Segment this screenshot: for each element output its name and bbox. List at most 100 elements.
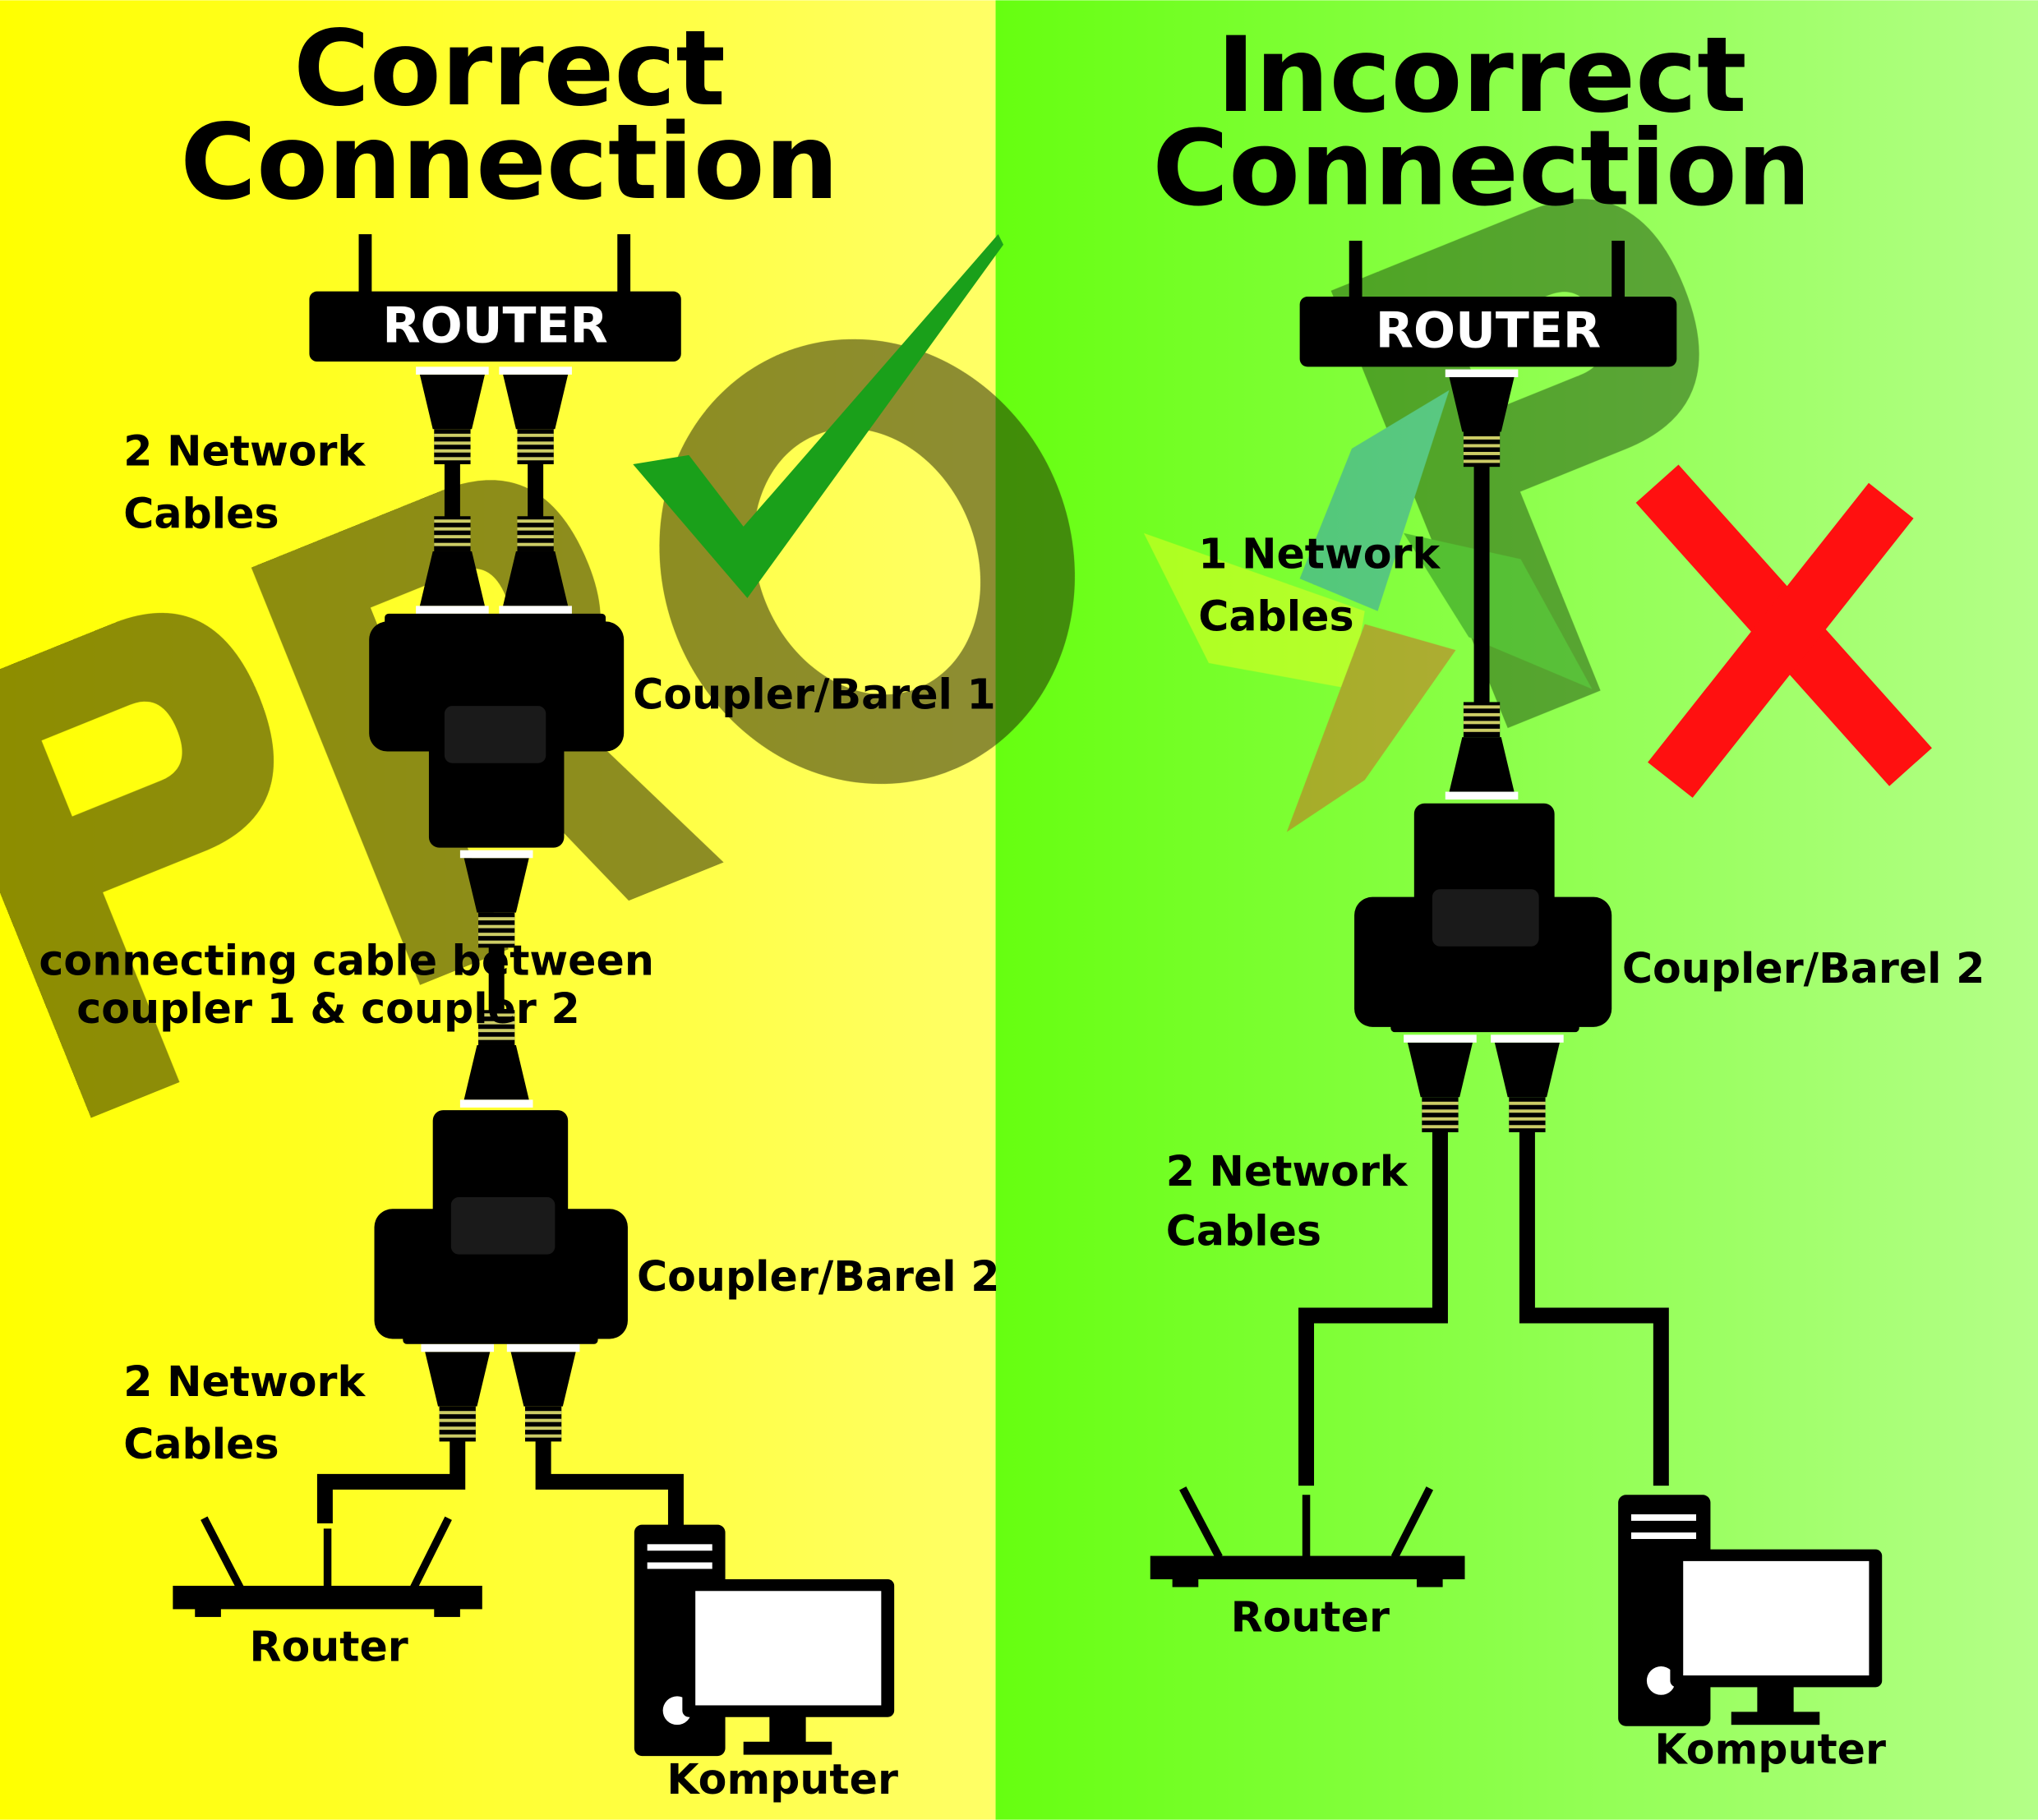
- rj45-plug: [459, 850, 533, 948]
- monitor-screen: [1683, 1560, 1870, 1676]
- left-coupler-2: [374, 1110, 628, 1344]
- plug-stripe: [1463, 705, 1501, 709]
- rj45-plug: [416, 366, 489, 464]
- watermark-letter-o: [659, 339, 1075, 785]
- plug-stripe: [478, 1013, 515, 1017]
- router-antenna: [617, 234, 631, 297]
- rj45-plug: [506, 1343, 580, 1442]
- rj45-plug: [1491, 1034, 1564, 1132]
- check-icon: [633, 234, 1004, 598]
- tower-slot: [1630, 1514, 1697, 1521]
- plug-stripe: [1509, 1101, 1546, 1105]
- right-computer-icon: [1618, 1495, 1883, 1726]
- plug-stripe: [1463, 728, 1501, 732]
- plug-stripe: [1422, 1109, 1459, 1113]
- plug-stripe: [524, 1426, 562, 1431]
- plug-body: [503, 551, 569, 606]
- plug-stripe: [517, 519, 554, 523]
- rj45-plug: [421, 1343, 495, 1442]
- right-top-cables-label-line1: 1 Network: [1198, 530, 1441, 578]
- plug-port-band: [416, 366, 489, 375]
- watermark-pinwheel-teal: [1299, 389, 1450, 611]
- watermark-letter-p: [0, 613, 274, 1118]
- plug-port-band: [1491, 1034, 1564, 1043]
- plug-stripe: [517, 542, 554, 546]
- plug-body: [419, 551, 485, 606]
- plug-stripe: [517, 527, 554, 531]
- rj45-plugs: [416, 366, 1564, 1442]
- plug-stripe: [517, 535, 554, 539]
- coupler-port-strip: [1390, 1016, 1579, 1033]
- plug-port-band: [421, 1343, 495, 1352]
- router-foot: [1172, 1576, 1199, 1587]
- plug-stripe: [1422, 1125, 1459, 1129]
- right-device-router-label: Router: [1231, 1592, 1390, 1641]
- plug-stripe: [478, 1029, 515, 1033]
- plug-stripe: [524, 1434, 562, 1438]
- plug-stripe: [1463, 435, 1501, 440]
- router-body: [173, 1585, 482, 1610]
- cable: [1519, 1131, 1669, 1486]
- plug-port-band: [1445, 369, 1519, 378]
- coupler-body-wide: [374, 1209, 628, 1339]
- router-antenna: [1611, 240, 1625, 303]
- coupler-body-narrow: [432, 1110, 569, 1223]
- left-coupler2-label: Coupler/Barel 2: [637, 1252, 999, 1301]
- monitor-base: [743, 1741, 832, 1755]
- plug-stripe: [517, 449, 554, 453]
- router-foot: [195, 1606, 221, 1617]
- plug-stripe: [1509, 1117, 1546, 1121]
- plug-stripe: [1463, 721, 1501, 725]
- plug-stripe: [1509, 1109, 1546, 1113]
- coupler-port-strip: [403, 1328, 598, 1344]
- plug-stripe: [1463, 451, 1501, 455]
- rj45-plug: [499, 516, 572, 614]
- plug-stripe: [1463, 444, 1501, 448]
- plug-stripe: [517, 433, 554, 437]
- cables: [316, 454, 1669, 1527]
- plug-stripe: [478, 917, 515, 921]
- left-bottom-cables-label-line1: 2 Network: [123, 1357, 366, 1406]
- plug-body: [463, 1044, 529, 1100]
- plug-stripe: [439, 1411, 476, 1415]
- left-coupler1-label: Coupler/Barel 1: [633, 670, 995, 718]
- left-top-cables-label-line2: Cables: [123, 489, 279, 537]
- plug-stripe: [524, 1411, 562, 1415]
- rj45-plug: [416, 516, 489, 614]
- plug-port-band: [506, 1343, 580, 1352]
- coupler-logo: [1432, 889, 1539, 947]
- plug-stripe: [517, 441, 554, 445]
- right-bottom-cables-label-line2: Cables: [1166, 1207, 1321, 1256]
- connecting-cable-label-line1: connecting cable between: [39, 937, 653, 985]
- cable: [535, 1440, 684, 1527]
- left-coupler-1: [369, 613, 625, 848]
- plug-stripe: [434, 441, 471, 445]
- plug-stripe: [478, 1021, 515, 1025]
- plug-stripe: [524, 1418, 562, 1422]
- plug-stripe: [478, 1036, 515, 1040]
- watermark-pinwheel-orange: [1286, 624, 1456, 832]
- plug-stripe: [478, 924, 515, 928]
- coupler-body-wide: [1354, 896, 1612, 1027]
- right-coupler-2: [1354, 803, 1612, 1033]
- monitor-base: [1731, 1712, 1820, 1726]
- plug-body: [1449, 377, 1515, 432]
- coupler-logo: [450, 1197, 556, 1255]
- plug-body: [1407, 1042, 1473, 1098]
- cable: [316, 1440, 466, 1524]
- plug-body: [419, 374, 485, 430]
- router-body: [1299, 296, 1677, 367]
- monitor-stand: [1757, 1685, 1794, 1715]
- right-main-router: ROUTER: [1299, 240, 1677, 367]
- left-device-router-label: Router: [250, 1623, 408, 1671]
- left-title-line2: Connection: [180, 102, 839, 223]
- coupler-body-narrow: [1413, 803, 1555, 910]
- rj45-plug: [1404, 1034, 1477, 1132]
- right-coupler2-label: Coupler/Barel 2: [1622, 944, 1985, 993]
- right-computer-label: Komputer: [1654, 1726, 1886, 1774]
- plug-stripe: [1463, 459, 1501, 463]
- router-foot: [434, 1606, 460, 1617]
- rj45-plug: [499, 366, 572, 464]
- plug-port-band: [499, 366, 572, 375]
